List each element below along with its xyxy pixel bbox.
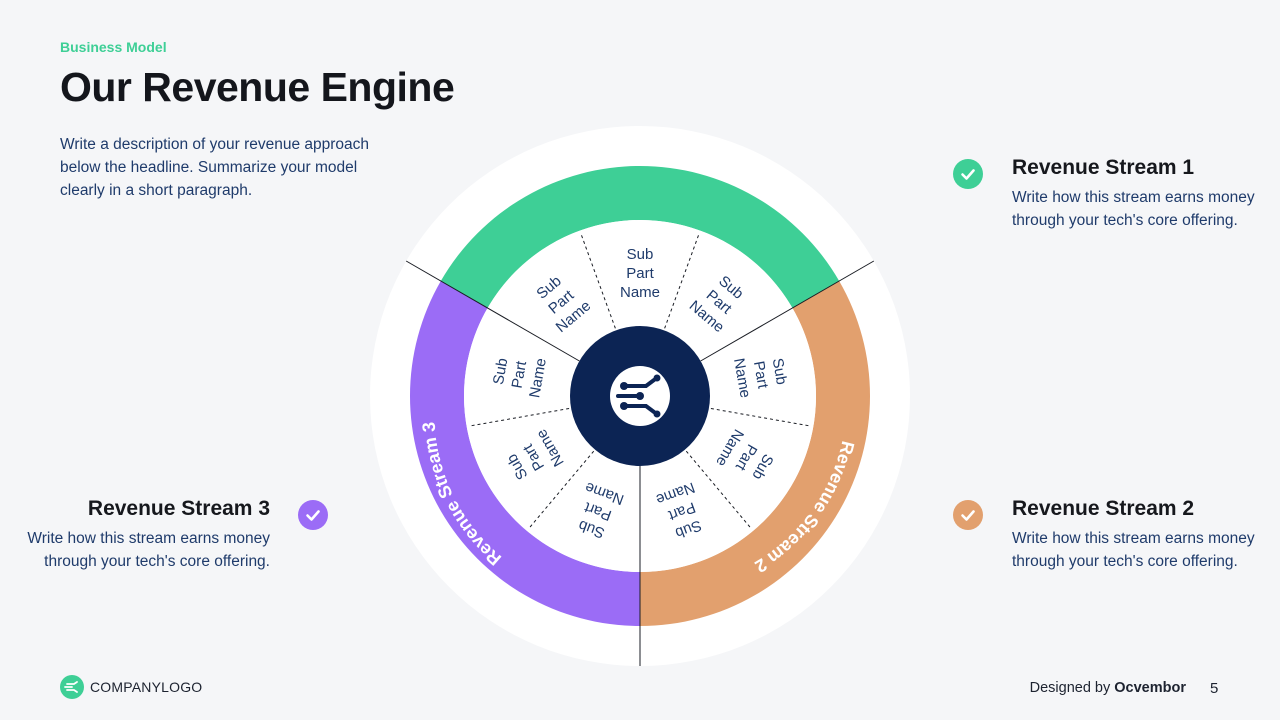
sub-part-divider [710,408,812,427]
sub-part-divider [468,408,570,427]
ring-segment-revenue-stream-3 [409,281,640,626]
check-icon [953,500,983,530]
stream-title: Revenue Stream 2 [1012,497,1195,520]
sub-part-divider [685,450,753,530]
circuit-logo-icon [610,366,670,426]
credit-prefix: Designed by [1029,680,1111,696]
segment-divider-lines [405,260,875,666]
stream-title: Revenue Stream 1 [1012,156,1195,179]
stream-text: Write how this stream earns money throug… [1012,189,1255,229]
sub-part-divider [580,232,616,329]
credit-name: Ocvembor [1114,680,1186,696]
ring-segment-revenue-stream-2 [640,281,870,626]
sub-part-divider [664,232,700,329]
eyebrow-label: Business Model [60,39,167,55]
sub-part-label: SubPartName [489,350,550,399]
segment-divider-line [700,260,875,362]
sub-part-label: SubPartName [654,478,710,543]
designer-credit: Designed by Ocvembor [1030,680,1186,696]
sub-part-label: SubPartName [730,350,791,399]
stream-title: Revenue Stream 3 [87,497,270,520]
stream-text: Write how this stream earns money throug… [27,530,270,570]
sub-part-dividers [468,232,812,530]
segment-divider-line [405,260,580,362]
ring-segment-revenue-stream-1 [440,166,840,308]
stream-card-2: Revenue Stream 2 Write how this stream e… [1012,497,1280,573]
company-logo-icon [60,675,84,699]
stream-card-3: Revenue Stream 3 Write how this stream e… [0,497,270,573]
stream-text: Write how this stream earns money throug… [1012,530,1255,570]
company-logo-text: COMPANYLOGO [90,679,203,695]
stream-card-1: Revenue Stream 1 Write how this stream e… [1012,156,1280,232]
page-title: Our Revenue Engine [60,64,455,110]
sub-part-divider [527,450,595,530]
page-description: Write a description of your revenue appr… [60,136,370,199]
check-icon [953,159,983,189]
sub-part-label: SubPartName [712,426,780,488]
company-logo: COMPANYLOGO [60,675,202,699]
page-number: 5 [1210,680,1219,697]
check-icon [298,500,328,530]
